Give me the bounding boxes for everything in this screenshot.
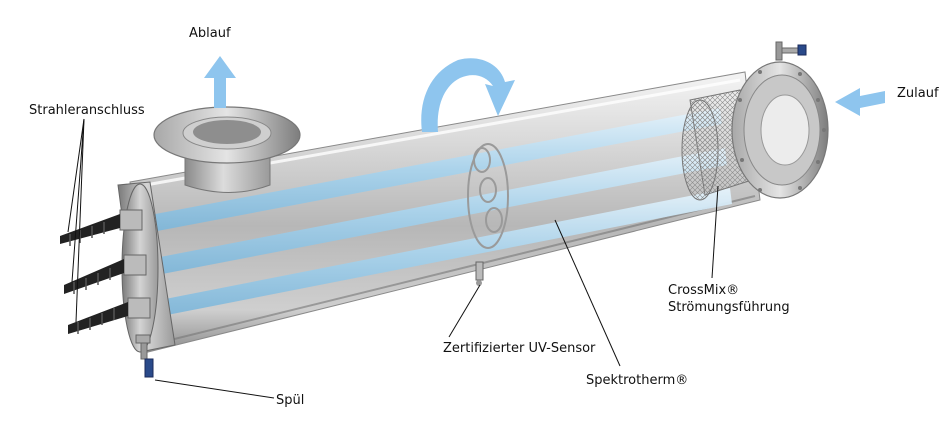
spektrotherm-ring xyxy=(467,143,509,249)
arrow-left-icon xyxy=(835,88,885,116)
label-spuel: Spül xyxy=(276,393,305,408)
arrow-up-icon xyxy=(204,56,236,108)
leader-uv-sensor xyxy=(448,284,481,338)
leader-crossmix xyxy=(711,185,719,279)
curved-arrow-icon xyxy=(421,58,515,132)
inlet-valve xyxy=(775,41,807,61)
uv-lamp xyxy=(150,108,722,232)
lamp-connector xyxy=(68,297,151,334)
outlet-nozzle xyxy=(153,106,301,193)
leader-strahler-3 xyxy=(75,118,85,323)
leader-spektrotherm xyxy=(554,219,621,367)
uv-sensor-probe xyxy=(475,261,484,286)
uv-lamp xyxy=(160,188,732,316)
flush-valve xyxy=(135,334,154,378)
uv-lamps xyxy=(150,108,732,316)
lamp-connector xyxy=(64,254,147,294)
leader-lines xyxy=(67,118,719,399)
label-zulauf: Zulauf xyxy=(897,86,939,101)
label-uv-sensor: Zertifizierter UV-Sensor xyxy=(443,341,596,356)
label-crossmix: CrossMix® Strömungsführung xyxy=(668,282,790,316)
label-ablauf: Ablauf xyxy=(189,26,231,41)
leader-spuel xyxy=(154,379,275,399)
label-crossmix-line1: CrossMix® xyxy=(668,283,740,298)
inlet-flange xyxy=(731,61,829,199)
label-spektrotherm: Spektrotherm® xyxy=(586,373,689,388)
label-strahleranschluss: Strahleranschluss xyxy=(29,103,145,118)
leader-strahler-1 xyxy=(67,118,85,233)
label-crossmix-line2: Strömungsführung xyxy=(668,300,790,315)
lamp-connectors xyxy=(60,209,151,334)
leader-strahler-2 xyxy=(71,118,85,283)
uv-lamp xyxy=(155,148,727,275)
